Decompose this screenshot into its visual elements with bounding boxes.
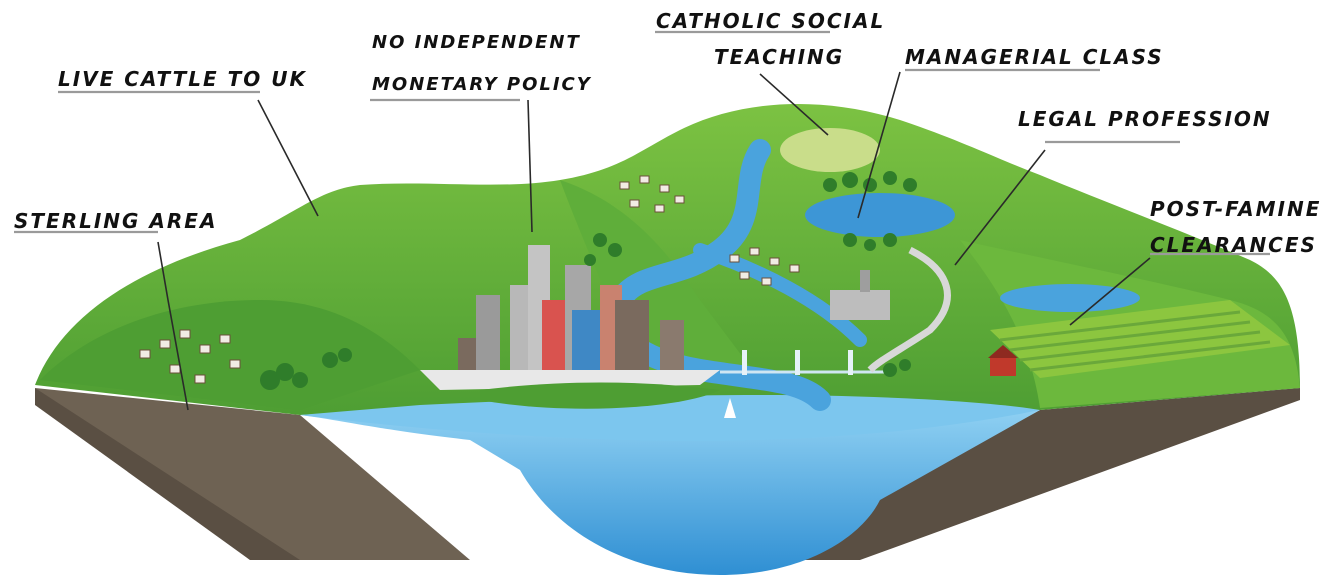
label-post-famine-clearances: Post-Famine Clearances <box>1150 196 1321 258</box>
sailboat <box>724 398 736 418</box>
city <box>420 245 720 390</box>
label-legal-profession: Legal Profession <box>1018 106 1272 132</box>
callout-line-sterling-area <box>157 241 189 411</box>
callout-line-catholic <box>759 73 829 136</box>
callout-line-managerial <box>857 71 901 219</box>
road <box>867 246 951 373</box>
farm-fields <box>990 300 1290 378</box>
label-post-famine-line1: Post-Famine <box>1150 197 1322 221</box>
barn <box>990 358 1016 376</box>
houses-middle <box>729 247 800 286</box>
lake <box>300 410 1040 575</box>
inland-lake-right <box>1000 284 1140 312</box>
factory <box>830 290 890 320</box>
houses-left <box>139 329 241 384</box>
label-monetary-policy: No independent monetary policy <box>372 30 592 98</box>
label-monetary-policy-line2: monetary policy <box>372 74 592 95</box>
soil-base-left <box>35 388 300 560</box>
callout-line-post-famine <box>1069 257 1151 326</box>
hill-clearing <box>780 128 880 172</box>
houses-top <box>619 175 685 213</box>
shore-park <box>480 382 720 409</box>
river-branch <box>693 243 867 347</box>
label-live-cattle: Live Cattle to UK <box>58 66 307 92</box>
lake-surface <box>300 395 1040 441</box>
label-monetary-policy-line1: No independent <box>372 32 581 53</box>
label-catholic-line2: Teaching <box>714 45 845 69</box>
label-catholic-line1: Catholic Social <box>656 9 886 33</box>
bridge <box>720 350 890 375</box>
label-post-famine-line2: Clearances <box>1150 233 1317 257</box>
soil-left <box>35 388 470 560</box>
callout-line-live-cattle <box>257 99 319 217</box>
inland-lake <box>805 193 955 237</box>
trees <box>260 171 917 390</box>
callout-line-legal <box>954 149 1046 266</box>
label-managerial-class-text: Managerial Class <box>905 45 1164 69</box>
label-sterling-area: Sterling Area <box>14 208 217 234</box>
callout-line-monetary-policy <box>527 99 533 233</box>
label-sterling-area-text: Sterling Area <box>14 209 218 233</box>
label-catholic-social-teaching: Catholic Social Teaching <box>656 8 885 70</box>
label-live-cattle-text: Live Cattle to UK <box>58 67 307 91</box>
soil-right <box>760 388 1300 560</box>
label-legal-profession-text: Legal Profession <box>1018 107 1272 131</box>
hill-shade-left <box>40 300 420 410</box>
label-managerial-class: Managerial Class <box>905 44 1164 70</box>
